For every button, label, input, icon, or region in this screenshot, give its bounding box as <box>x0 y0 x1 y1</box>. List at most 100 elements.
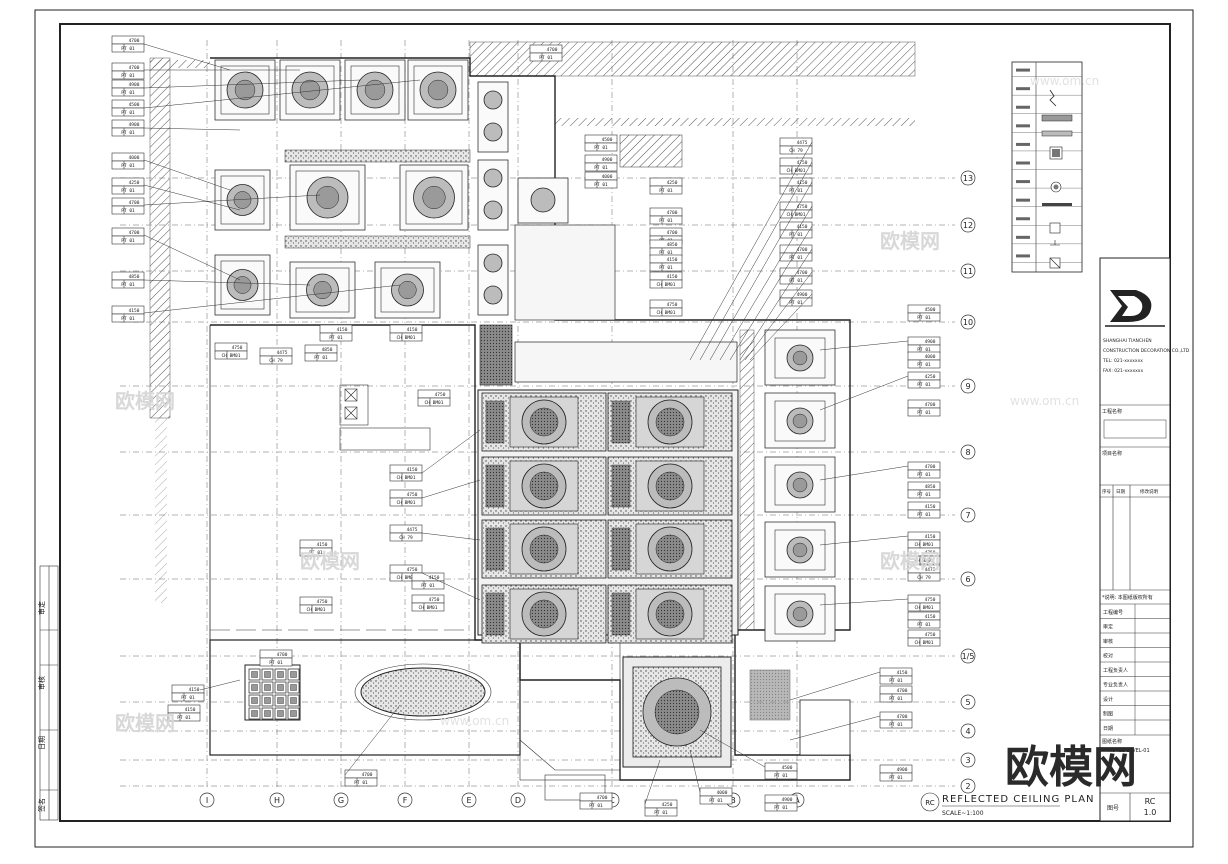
legend-label-mark <box>1016 254 1030 258</box>
project-label: 项目名称 <box>1102 450 1122 457</box>
tag-bottom <box>907 489 941 499</box>
corridor-hatch <box>739 329 755 631</box>
leader-line <box>699 161 813 361</box>
tag-bottom <box>879 772 913 782</box>
tag-bottom <box>579 800 613 810</box>
tag-bottom <box>907 602 941 612</box>
leader-line <box>699 729 766 768</box>
tag-finish: PT 01 <box>659 250 673 256</box>
tag-code: 4500 <box>602 137 613 143</box>
meeting-dome-center <box>792 542 808 558</box>
watermark-url: www.om.cn <box>1010 394 1079 408</box>
leader-line <box>421 572 481 601</box>
tag-code: 4150 <box>667 257 678 263</box>
tag-finish: PT 01 <box>121 282 135 288</box>
ceiling-coffer <box>285 65 335 115</box>
grid-col-label: H <box>274 796 280 805</box>
no-label: 序号 <box>1102 488 1111 495</box>
tag-finish: PT 01 <box>309 550 323 556</box>
tag-code: 4850 <box>322 347 333 353</box>
tag-code: 4500 <box>782 765 793 771</box>
ballroom-side-panel <box>611 464 631 508</box>
tag-code: 4750 <box>925 632 936 638</box>
tag-finish: PT 01 <box>917 382 931 388</box>
legend-label-mark <box>1016 198 1030 202</box>
lobby-coffer-light <box>264 697 271 704</box>
lobby-coffer-light <box>277 684 284 691</box>
engineer-label: 工程名称 <box>1102 408 1122 415</box>
meeting-dome-center <box>792 477 808 493</box>
legend-label-mark <box>1016 142 1030 146</box>
tag-bottom <box>167 712 201 722</box>
grid-row-bubble <box>960 507 976 523</box>
tag-finish: CH BM01 <box>657 310 676 316</box>
tag-finish: CH BM01 <box>915 542 934 548</box>
lobby-coffer-light <box>264 671 271 678</box>
tag-code: 4150 <box>925 504 936 510</box>
tag-finish: PT 01 <box>889 722 903 728</box>
grid-col-bubble <box>333 792 349 808</box>
tag-bottom <box>389 532 423 542</box>
leader-line <box>789 671 881 701</box>
outer-frame <box>34 9 1194 848</box>
tag-code: 4900 <box>129 82 140 88</box>
tag-bottom <box>649 215 683 225</box>
meeting-dome-center <box>792 350 808 366</box>
tag-bottom <box>907 407 941 417</box>
leader-line <box>644 759 661 805</box>
tag-bottom <box>584 179 618 189</box>
grid-col-label: I <box>206 796 208 805</box>
tag-code: 4850 <box>129 274 140 280</box>
tag-finish: CH BM01 <box>657 282 676 288</box>
tag-finish: PT 01 <box>789 300 803 306</box>
lobby-coffer-light <box>251 710 258 717</box>
tag-bottom <box>111 160 145 170</box>
tag-bottom <box>111 313 145 323</box>
tag-bottom <box>214 350 248 360</box>
tag-code: 4150 <box>129 308 140 314</box>
watermark-text: 欧模网 <box>115 711 175 735</box>
service-area <box>514 224 616 321</box>
leader-line <box>143 284 401 314</box>
revision-label: 修改说明 <box>1140 488 1158 495</box>
tag-bottom <box>584 142 618 152</box>
tag-finish: CH BM01 <box>915 605 934 611</box>
ballroom-dome-center <box>529 599 559 629</box>
tag-code: 4850 <box>925 484 936 490</box>
ceiling-room <box>344 59 406 121</box>
ballroom-dome-center <box>529 471 559 501</box>
ballroom-dome-center <box>655 599 685 629</box>
dwg-no-label: 图号 <box>1107 805 1119 812</box>
meeting-dome-center <box>792 413 808 429</box>
grid-col-label: G <box>338 796 344 805</box>
tag-code: 4900 <box>925 339 936 345</box>
grid-col-bubble <box>510 792 526 808</box>
title-block: SHANGHAI TIANCHEN CONSTRUCTION DECORATIO… <box>1099 257 1190 822</box>
grid-row-bubble <box>960 571 976 587</box>
tag-code: 4700 <box>667 230 678 236</box>
tag-code: 4150 <box>407 467 418 473</box>
tag-code: 4500 <box>129 102 140 108</box>
tag-code: 4700 <box>797 247 808 253</box>
lobby-coffer-light <box>264 684 271 691</box>
leader-line <box>819 375 909 411</box>
corridor-band <box>284 235 471 249</box>
tag-bottom <box>644 807 678 817</box>
title-row-label: 专业负责人 <box>1103 682 1128 689</box>
tag-finish: CH BM01 <box>397 335 416 341</box>
tag-code: 4150 <box>897 670 908 676</box>
tag-finish: PT 01 <box>121 46 135 52</box>
tag-finish: CH 79 <box>399 535 413 541</box>
